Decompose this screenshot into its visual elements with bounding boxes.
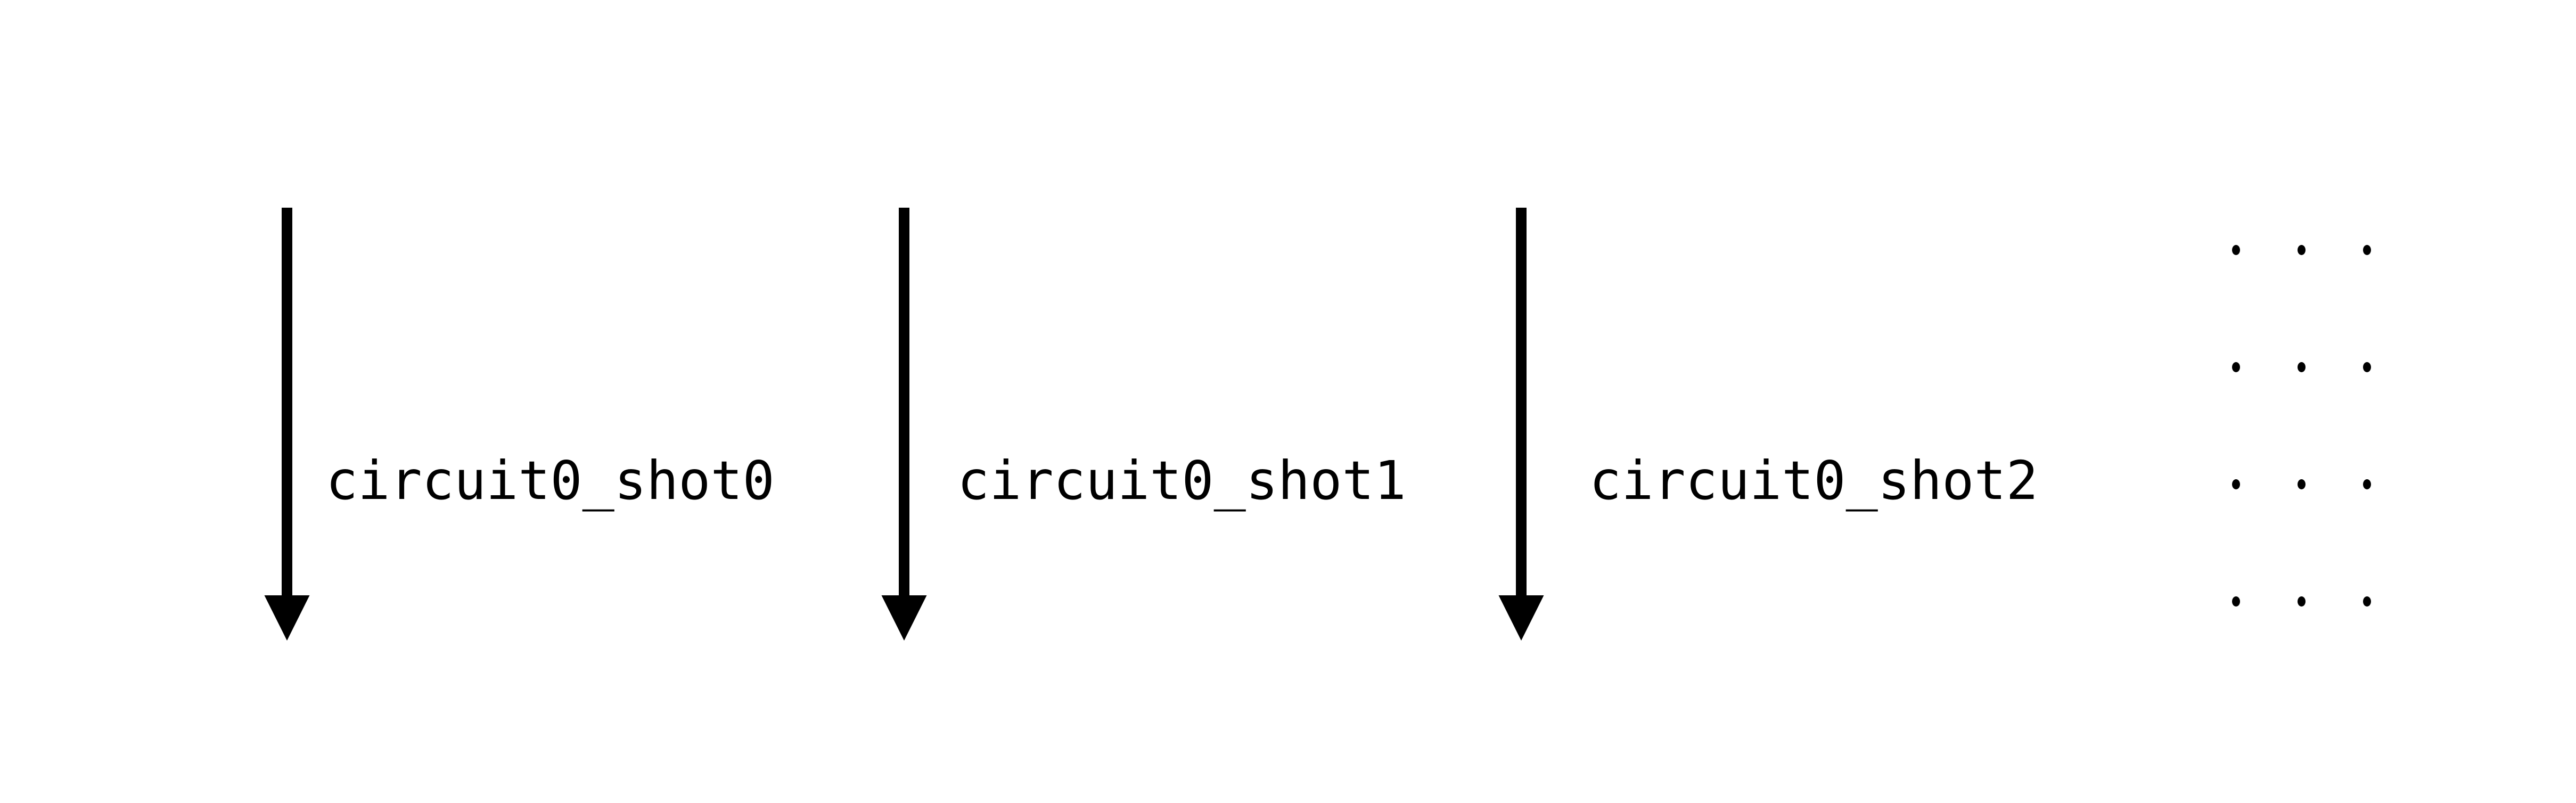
ellipsis-dot-icon <box>2298 245 2306 255</box>
down-arrow-shot0 <box>264 208 310 641</box>
ellipsis-dot-icon <box>2232 479 2240 489</box>
ellipsis-row <box>2232 245 2371 255</box>
ellipsis-row <box>2232 362 2371 372</box>
arrow-shaft <box>1516 208 1527 597</box>
arrow-head <box>264 595 310 641</box>
ellipsis-dot-icon <box>2298 362 2306 372</box>
ellipsis-row <box>2232 596 2371 607</box>
ellipsis-dot-icon <box>2363 245 2371 255</box>
ellipsis-dot-icon <box>2363 479 2371 489</box>
arrow-head <box>881 595 927 641</box>
ellipsis-dot-icon <box>2298 596 2306 607</box>
label-circuit1-shot0: circuit1_shot0 <box>326 774 775 803</box>
ellipsis-dot-icon <box>2363 596 2371 607</box>
arrow-head <box>1498 595 1544 641</box>
label-column-shot1: circuit0_shot1 circuit1_shot1 circuit2_s… <box>957 188 1406 803</box>
arrow-shaft <box>282 208 292 597</box>
label-column-shot0: circuit0_shot0 circuit1_shot0 circuit2_s… <box>326 188 775 803</box>
arrow-shaft <box>899 208 909 597</box>
ellipsis-dot-icon <box>2232 596 2240 607</box>
ellipsis-dot-icon <box>2232 245 2240 255</box>
label-column-shot2: circuit0_shot2 circuit1_shot2 circuit2_s… <box>1589 188 2038 803</box>
label-circuit1-shot1: circuit1_shot1 <box>957 774 1406 803</box>
down-arrow-shot1 <box>881 208 927 641</box>
ellipsis-dot-icon <box>2298 479 2306 489</box>
ellipsis-dot-icon <box>2363 362 2371 372</box>
down-arrow-shot2 <box>1498 208 1544 641</box>
label-circuit1-shot2: circuit1_shot2 <box>1589 774 2038 803</box>
ellipsis-row <box>2232 479 2371 489</box>
ellipsis-dot-icon <box>2232 362 2240 372</box>
label-circuit0-shot1: circuit0_shot1 <box>957 449 1406 512</box>
label-circuit0-shot2: circuit0_shot2 <box>1589 449 2038 512</box>
label-circuit0-shot0: circuit0_shot0 <box>326 449 775 512</box>
